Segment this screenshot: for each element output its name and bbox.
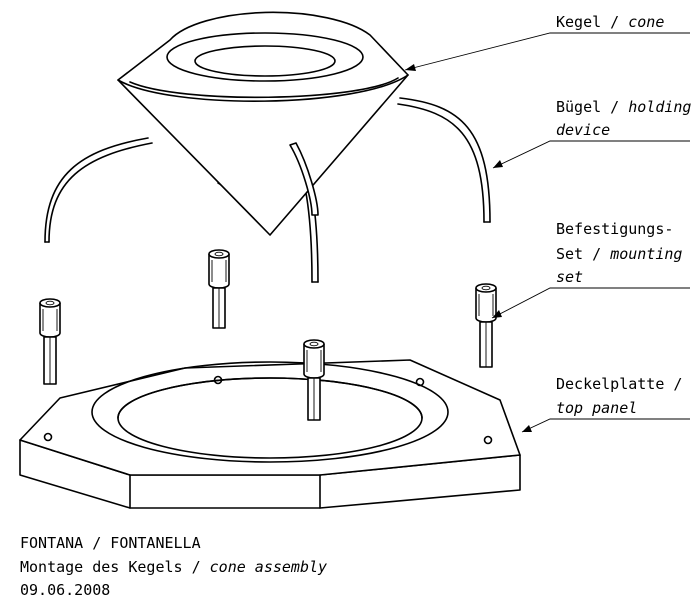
caption-date: 09.06.2008 [20,581,111,599]
screw-middle [208,249,230,329]
label-mounting-line2: Set / mounting [556,245,682,263]
caption-project: FONTANA / FONTANELLA [20,534,201,552]
caption-title: Montage des Kegels / cone assembly [20,557,327,577]
label-holding-device-line2: device [556,121,610,139]
label-top-panel-line2: top panel [556,399,637,417]
top-panel [19,359,521,509]
label-holding-device-line1: Bügel / holding [556,98,691,116]
screw-center [303,339,325,421]
cone [117,11,409,236]
leader-lines [404,32,690,433]
screw-right [475,283,497,368]
label-mounting-line1: Befestigungs- [556,220,673,238]
mounting-set [39,249,497,421]
label-top-panel-line1: Deckelplatte / [556,375,682,393]
label-cone: Kegel / cone [556,13,664,31]
screw-left [39,298,61,385]
labels: Kegel / cone Bügel / holding device Befe… [556,13,691,417]
caption-title-de: Montage des Kegels / [20,558,201,576]
label-mounting-line3: set [556,268,583,286]
caption-title-en: cone assembly [209,558,328,576]
